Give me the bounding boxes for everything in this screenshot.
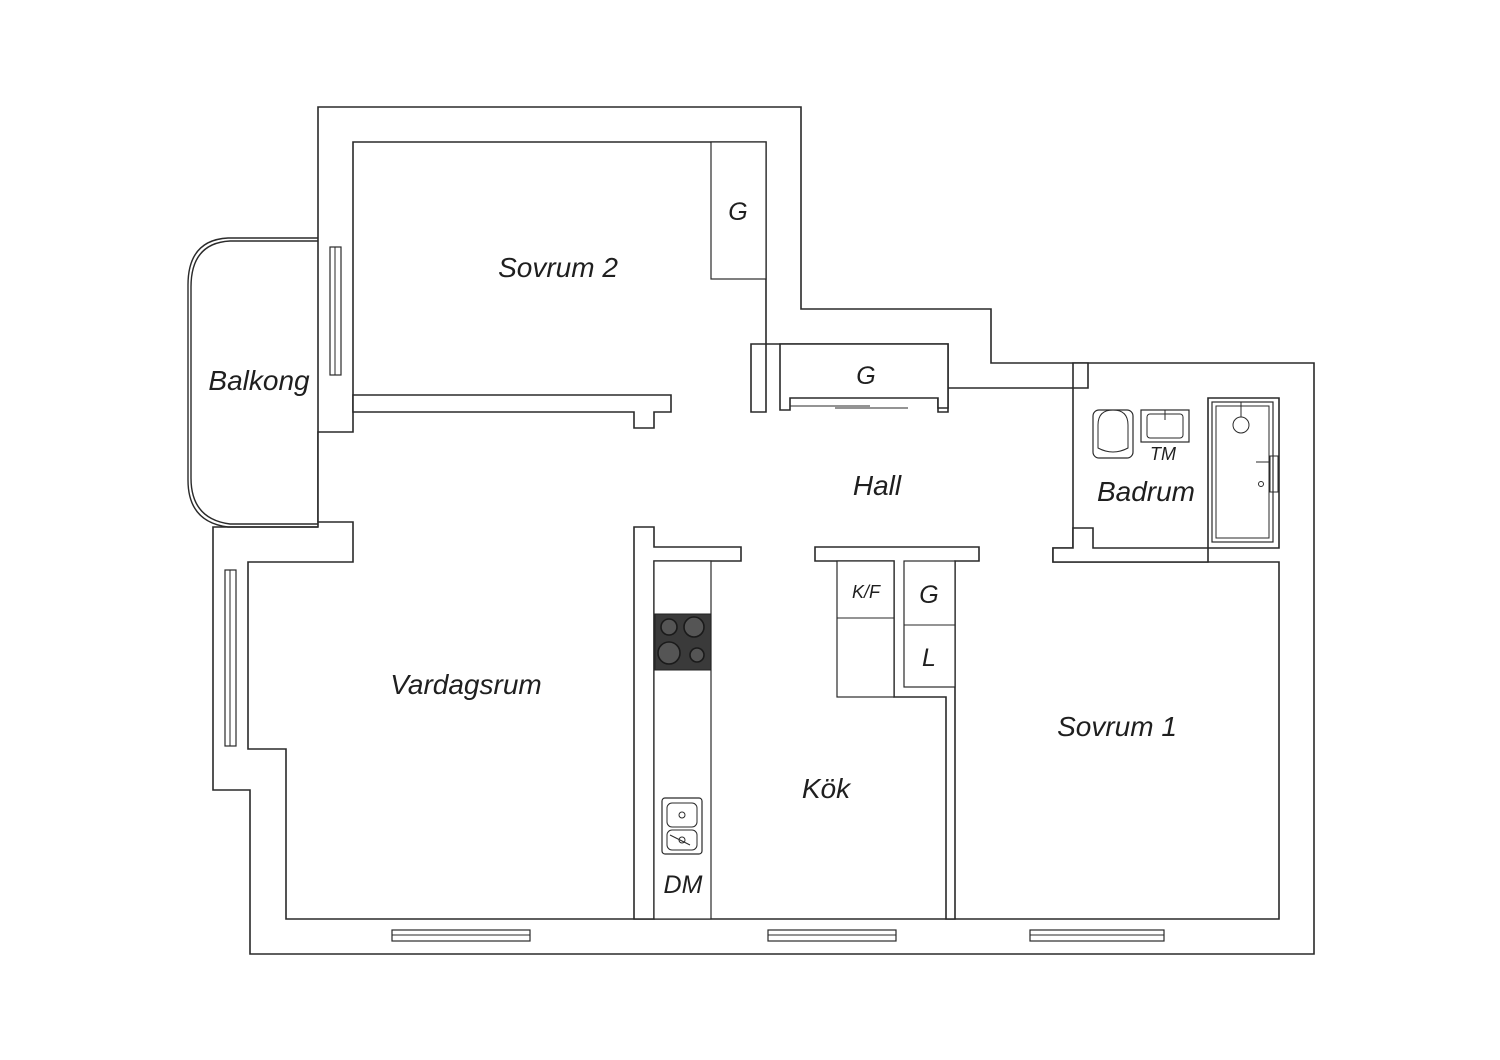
washbasin-icon [1140,409,1190,443]
hall-storage: G L [903,560,956,688]
dishwasher-label: DM [664,871,703,899]
room-labels: Sovrum 2 Hall Badrum Vardagsrum Kök Sovr… [390,252,1195,804]
toilet-icon [1092,409,1134,459]
bathroom-fixtures: TM [1092,401,1279,543]
room-label-badrum: Badrum [1097,476,1195,507]
closet-hall-lower-label: G [919,581,938,609]
storage-label: L [922,644,936,672]
sink-icon [661,797,703,855]
balcony: Balkong [187,237,318,528]
closet-hall-label: G [856,362,875,390]
room-label-hall: Hall [853,470,902,501]
closet-sovrum2-label: G [728,198,747,226]
fridge-freezer-label: K/F [852,582,881,602]
room-label-vardagsrum: Vardagsrum [390,669,541,700]
washing-machine-label: TM [1150,444,1176,464]
closet-sovrum2: G [710,141,767,280]
closet-hall: G [790,362,908,409]
room-label-balkong: Balkong [208,365,310,396]
room-label-sovrum2: Sovrum 2 [498,252,618,283]
shower-icon [1211,401,1279,543]
fridge-freezer: K/F [836,560,895,698]
outer-walls [212,106,1315,955]
kitchen-counter: DM [653,560,712,920]
windows [224,246,1165,942]
room-label-kok: Kök [802,773,852,804]
room-label-sovrum1: Sovrum 1 [1057,711,1177,742]
